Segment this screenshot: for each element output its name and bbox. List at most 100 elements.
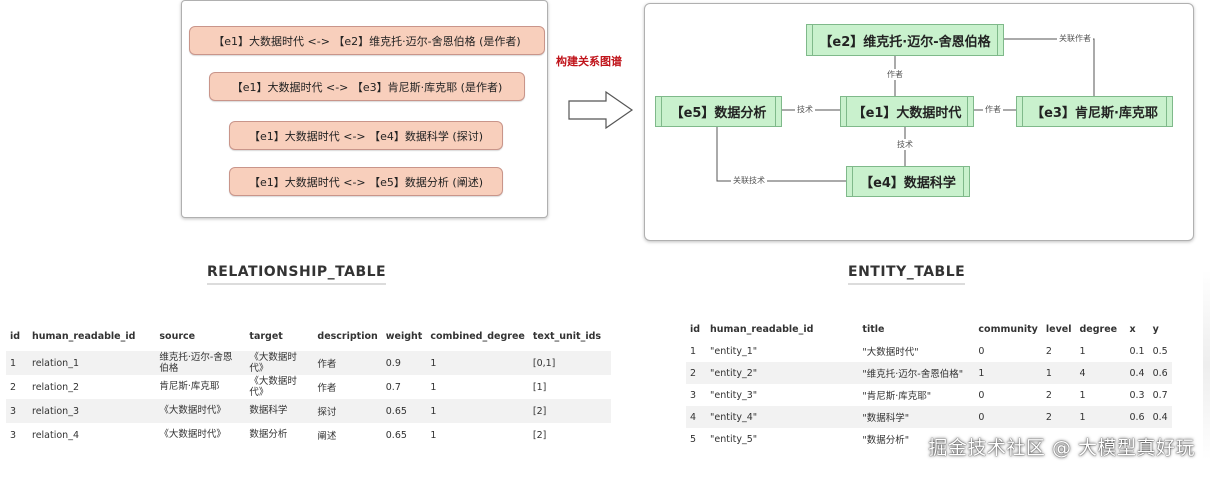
edge-label-e1-e3: 作者 xyxy=(983,104,1003,115)
entity-table-cell: "数据科学" xyxy=(862,413,910,424)
edge-e5-e4 xyxy=(716,125,846,182)
edge-fragment xyxy=(1203,270,1210,460)
relationship-table-cell: 维克托·迈尔-舍恩伯格 xyxy=(159,351,233,374)
relationship-table-cell: relation_3 xyxy=(32,405,79,417)
relationship-table-cell: 1 xyxy=(430,405,437,417)
relationship-table-cell: 0.7 xyxy=(385,381,401,393)
entity-table-cell: "entity_1" xyxy=(710,345,758,357)
entity-table-cell: "entity_2" xyxy=(710,367,758,379)
entity-table-cell: 1 xyxy=(1079,345,1086,357)
entity-table-cell: 0 xyxy=(978,411,985,423)
entity-table-cell: 1 xyxy=(1045,367,1052,379)
relation-box-4: 【e1】大数据时代 <-> 【e5】数据分析 (阐述) xyxy=(229,167,503,196)
relation-box-4-text: 【e1】大数据时代 <-> 【e5】数据分析 (阐述) xyxy=(248,175,483,189)
relationship-table-cell: relation_4 xyxy=(32,429,79,441)
relationship-table-cell: 1 xyxy=(430,381,437,393)
entity-table-cell: 0.6 xyxy=(1129,411,1145,423)
entity-table-cell: 1 xyxy=(1079,411,1086,423)
entity-table-cell: 3 xyxy=(690,389,697,401)
entity-table-row: 5"entity_5""数据分析" xyxy=(686,428,1172,450)
ent-col-level: level xyxy=(1045,323,1072,335)
edge-label-e5-e1: 技术 xyxy=(795,104,815,115)
entity-node-e4: 【e4】数据科学 xyxy=(846,166,970,197)
edge-label-e1-e4: 技术 xyxy=(895,139,915,150)
relation-box-2-text: 【e1】大数据时代 <-> 【e3】肯尼斯·库克耶 (是作者) xyxy=(231,80,503,94)
ent-col-y: y xyxy=(1152,323,1159,335)
ent-col-community: community xyxy=(978,323,1038,335)
relationship-table-cell: 1 xyxy=(10,357,17,369)
relationship-table-cell: 探讨 xyxy=(317,407,337,418)
entity-table-cell: "大数据时代" xyxy=(862,347,919,358)
rel-col-target: target xyxy=(249,330,283,342)
relationship-table-cell: [0,1] xyxy=(532,357,556,369)
build-graph-label: 构建关系图谱 xyxy=(556,55,622,68)
relationship-table-cell: 0.65 xyxy=(385,405,407,417)
entity-table-cell: "entity_4" xyxy=(710,411,758,423)
relationship-table-cell: 作者 xyxy=(317,359,337,370)
entity-table-cell: 0.4 xyxy=(1152,411,1168,423)
rel-col-weight: weight xyxy=(385,330,423,342)
relation-box-2: 【e1】大数据时代 <-> 【e3】肯尼斯·库克耶 (是作者) xyxy=(209,72,525,101)
relationship-table-cell: 0.65 xyxy=(385,429,407,441)
rel-col-hrid: human_readable_id xyxy=(32,330,136,342)
relationship-table-cell: 1 xyxy=(430,429,437,441)
relationship-table-cell: [1] xyxy=(532,381,547,393)
relationship-table-cell: [2] xyxy=(532,405,547,417)
entity-table-cell: "维克托·迈尔-舍恩伯格" xyxy=(862,369,964,380)
relationship-table-cell: 作者 xyxy=(317,383,337,394)
entity-table-cell: 1 xyxy=(1079,389,1086,401)
rel-col-combined-degree: combined_degree xyxy=(430,330,525,342)
relation-box-1: 【e1】大数据时代 <-> 【e2】维克托·迈尔-舍恩伯格 (是作者) xyxy=(189,26,545,55)
entity-table-cell: 2 xyxy=(1045,389,1052,401)
entity-table: id human_readable_id title community lev… xyxy=(686,318,1172,450)
knowledge-graph-panel: 【e2】维克托·迈尔-舍恩伯格 【e5】数据分析 【e1】大数据时代 【e3】肯… xyxy=(644,3,1194,241)
relationship-table-header: id human_readable_id source target descr… xyxy=(6,321,611,351)
rel-col-description: description xyxy=(317,330,378,342)
edge-label-e2-e3: 关联作者 xyxy=(1057,33,1093,44)
entity-node-e3: 【e3】肯尼斯·库克耶 xyxy=(1016,96,1173,127)
watermark: 掘金技术社区 @ 大模型真好玩 xyxy=(928,437,1195,459)
right-arrow-icon xyxy=(568,90,634,130)
entity-node-e1-label: 【e1】大数据时代 xyxy=(852,106,962,121)
entity-table-cell: 0 xyxy=(978,345,985,357)
rel-col-text-unit-ids: text_unit_ids xyxy=(532,330,602,342)
relationship-table-cell: 《大数据时代》 xyxy=(159,405,226,417)
relationship-table-cell: [2] xyxy=(532,429,547,441)
entity-node-e1: 【e1】大数据时代 xyxy=(840,96,974,127)
relationship-table: id human_readable_id source target descr… xyxy=(6,321,611,447)
entity-table-cell: 0 xyxy=(978,389,985,401)
entity-node-e5: 【e5】数据分析 xyxy=(655,96,782,127)
rel-col-source: source xyxy=(159,330,196,342)
edge-e2-e3 xyxy=(1002,38,1095,96)
ent-col-id: id xyxy=(690,323,701,335)
entity-table-cell: 0.3 xyxy=(1129,389,1145,401)
entity-table-cell: 0.5 xyxy=(1152,345,1168,357)
relationship-table-cell: 阐述 xyxy=(317,431,337,442)
ent-col-title: title xyxy=(862,323,885,335)
ent-col-hrid: human_readable_id xyxy=(710,323,814,335)
entity-table-header: id human_readable_id title community lev… xyxy=(686,318,1172,340)
entity-table-cell: 0.6 xyxy=(1152,367,1168,379)
relationship-table-cell: 3 xyxy=(10,429,17,441)
entity-table-cell: 2 xyxy=(1045,411,1052,423)
relationship-table-cell: 《大数据时代》 xyxy=(249,375,297,398)
relationship-table-cell: relation_1 xyxy=(32,357,79,369)
relation-box-3-text: 【e1】大数据时代 <-> 【e4】数据科学 (探讨) xyxy=(248,129,483,143)
entity-table-cell: 4 xyxy=(1079,367,1086,379)
relationship-table-cell: 1 xyxy=(430,357,437,369)
entity-table-cell: 1 xyxy=(690,345,697,357)
relationship-table-cell: 肯尼斯·库克耶 xyxy=(159,381,220,393)
entity-node-e4-label: 【e4】数据科学 xyxy=(860,176,956,191)
entity-table-cell: 0.1 xyxy=(1129,345,1145,357)
entity-table-cell: 0.7 xyxy=(1152,389,1168,401)
edge-label-e5-e4: 关联技术 xyxy=(731,175,767,186)
entity-table-cell: 4 xyxy=(690,411,697,423)
relationship-table-cell: 数据分析 xyxy=(249,429,288,441)
entity-table-cell: "entity_5" xyxy=(710,433,758,445)
